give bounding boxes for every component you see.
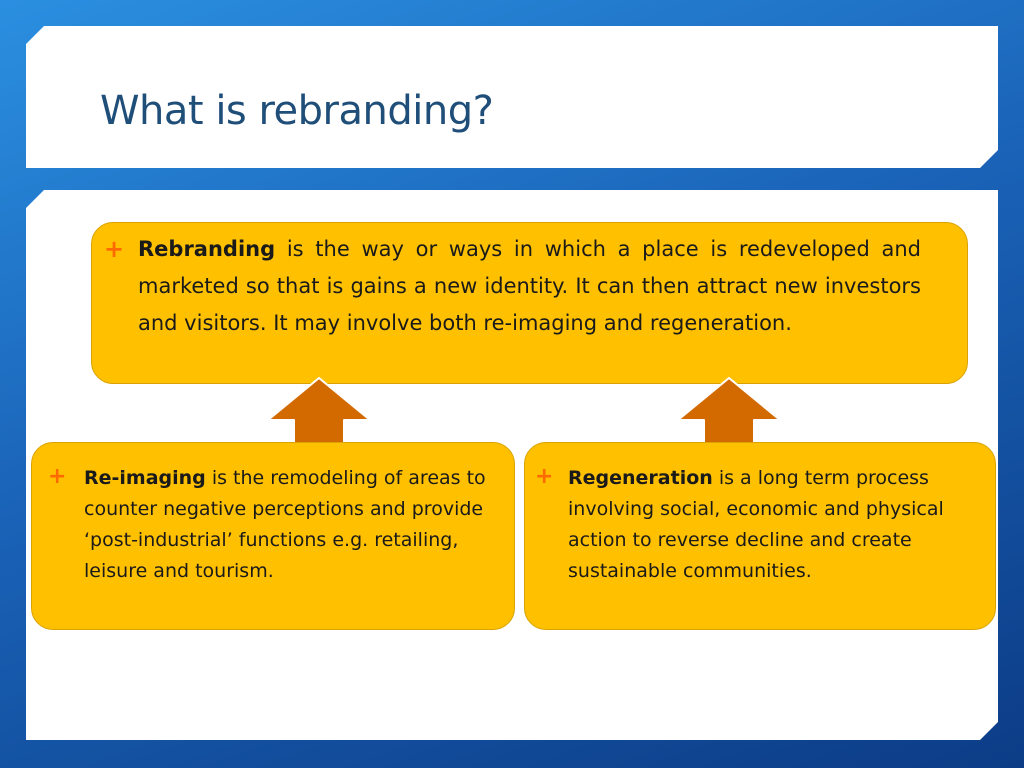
regeneration-term: Regeneration	[568, 467, 713, 489]
regeneration-text: is a long term process involving social,…	[568, 467, 944, 582]
title-panel	[26, 26, 998, 168]
regeneration-definition-box: + Regeneration is a long term process in…	[524, 442, 996, 630]
bullet-plus-icon: +	[104, 235, 125, 263]
bullet-plus-icon: +	[535, 464, 554, 489]
page-title: What is rebranding?	[100, 88, 494, 134]
rebranding-definition-box: + Rebranding is the way or ways in which…	[91, 222, 968, 384]
reimaging-definition-box: + Re-imaging is the remodeling of areas …	[31, 442, 515, 630]
bullet-plus-icon: +	[48, 464, 67, 489]
reimaging-text: is the remodeling of areas to counter ne…	[84, 467, 486, 582]
reimaging-term: Re-imaging	[84, 467, 206, 489]
rebranding-term: Rebranding	[138, 237, 276, 261]
rebranding-text: is the way or ways in which a place is r…	[138, 237, 921, 335]
